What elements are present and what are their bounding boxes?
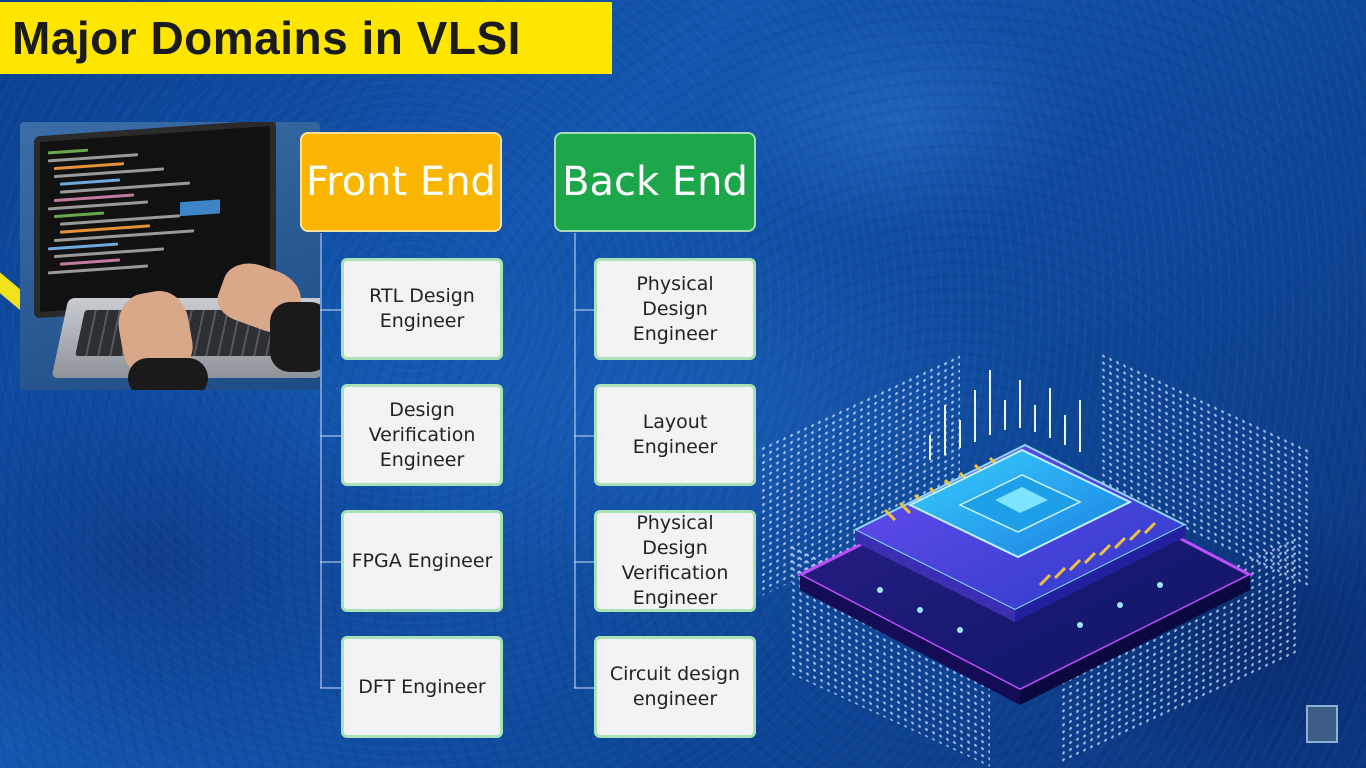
back-end-branch-2 xyxy=(574,435,596,437)
role-label: Physical Design Verification Engineer xyxy=(621,512,729,609)
front-end-connector xyxy=(320,233,322,688)
front-end-branch-3 xyxy=(320,561,342,563)
back-end-branch-1 xyxy=(574,309,596,311)
chip-watermark-icon xyxy=(1306,705,1338,743)
front-end-branch-1 xyxy=(320,309,342,311)
back-end-connector xyxy=(574,233,576,688)
right-sleeve xyxy=(270,302,320,372)
front-end-branch-4 xyxy=(320,687,342,689)
page-title: Major Domains in VLSI xyxy=(12,12,521,64)
role-fpga-engineer: FPGA Engineer xyxy=(341,510,503,612)
back-end-header-label: Back End xyxy=(562,159,748,205)
role-physical-design-engineer: Physical Design Engineer xyxy=(594,258,756,360)
role-dft-engineer: DFT Engineer xyxy=(341,636,503,738)
back-end-branch-4 xyxy=(574,687,596,689)
role-circuit-design-engineer: Circuit design engineer xyxy=(594,636,756,738)
microchip-illustration xyxy=(760,351,1320,767)
role-layout-engineer: Layout Engineer xyxy=(594,384,756,486)
role-label: Design Verification Engineer xyxy=(368,398,476,471)
chip-graphic xyxy=(796,370,1254,705)
laptop-coding-photo xyxy=(20,122,320,390)
role-rtl-design-engineer: RTL Design Engineer xyxy=(341,258,503,360)
front-end-branch-2 xyxy=(320,435,342,437)
role-label: DFT Engineer xyxy=(358,675,486,698)
front-end-header-label: Front End xyxy=(306,159,496,205)
role-design-verification-engineer: Design Verification Engineer xyxy=(341,384,503,486)
role-label: Physical Design Engineer xyxy=(632,272,718,345)
left-sleeve xyxy=(128,358,208,390)
role-label: Layout Engineer xyxy=(632,411,718,458)
title-banner: Major Domains in VLSI xyxy=(0,2,612,74)
role-physical-design-verification-engineer: Physical Design Verification Engineer xyxy=(594,510,756,612)
front-end-header: Front End xyxy=(300,132,502,232)
role-label: FPGA Engineer xyxy=(351,549,493,572)
role-label: Circuit design engineer xyxy=(609,663,741,710)
role-label: RTL Design Engineer xyxy=(369,285,475,332)
back-end-header: Back End xyxy=(554,132,756,232)
back-end-branch-3 xyxy=(574,561,596,563)
